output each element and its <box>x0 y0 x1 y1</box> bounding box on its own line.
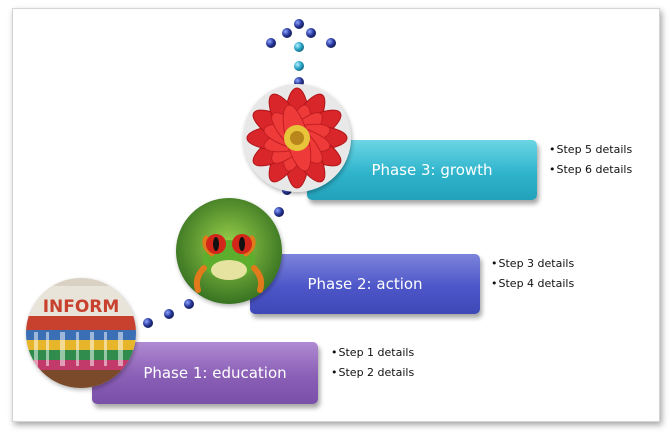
phase-2-details: Step 3 details Step 4 details <box>491 254 575 294</box>
phase-1-details: Step 1 details Step 2 details <box>331 343 415 383</box>
phase-2-label: Phase 2: action <box>307 275 423 293</box>
phase-1-label: Phase 1: education <box>143 364 287 382</box>
detail-item: Step 6 details <box>549 160 633 180</box>
detail-item: Step 2 details <box>331 363 415 383</box>
frog-photo-icon <box>176 198 282 304</box>
inform-sign: INFORM <box>43 297 120 317</box>
up-arrow-dots-icon <box>266 19 336 87</box>
library-photo-icon: INFORM <box>26 278 136 388</box>
phase-2-box: Phase 2: action <box>250 254 480 314</box>
detail-item: Step 5 details <box>549 140 633 160</box>
dots-phase1-to-2 <box>143 299 194 328</box>
phase-3-details: Step 5 details Step 6 details <box>549 140 633 180</box>
detail-item: Step 3 details <box>491 254 575 274</box>
phase-3-label: Phase 3: growth <box>371 161 493 179</box>
detail-item: Step 4 details <box>491 274 575 294</box>
detail-item: Step 1 details <box>331 343 415 363</box>
dahlia-flower-photo-icon <box>243 84 351 192</box>
